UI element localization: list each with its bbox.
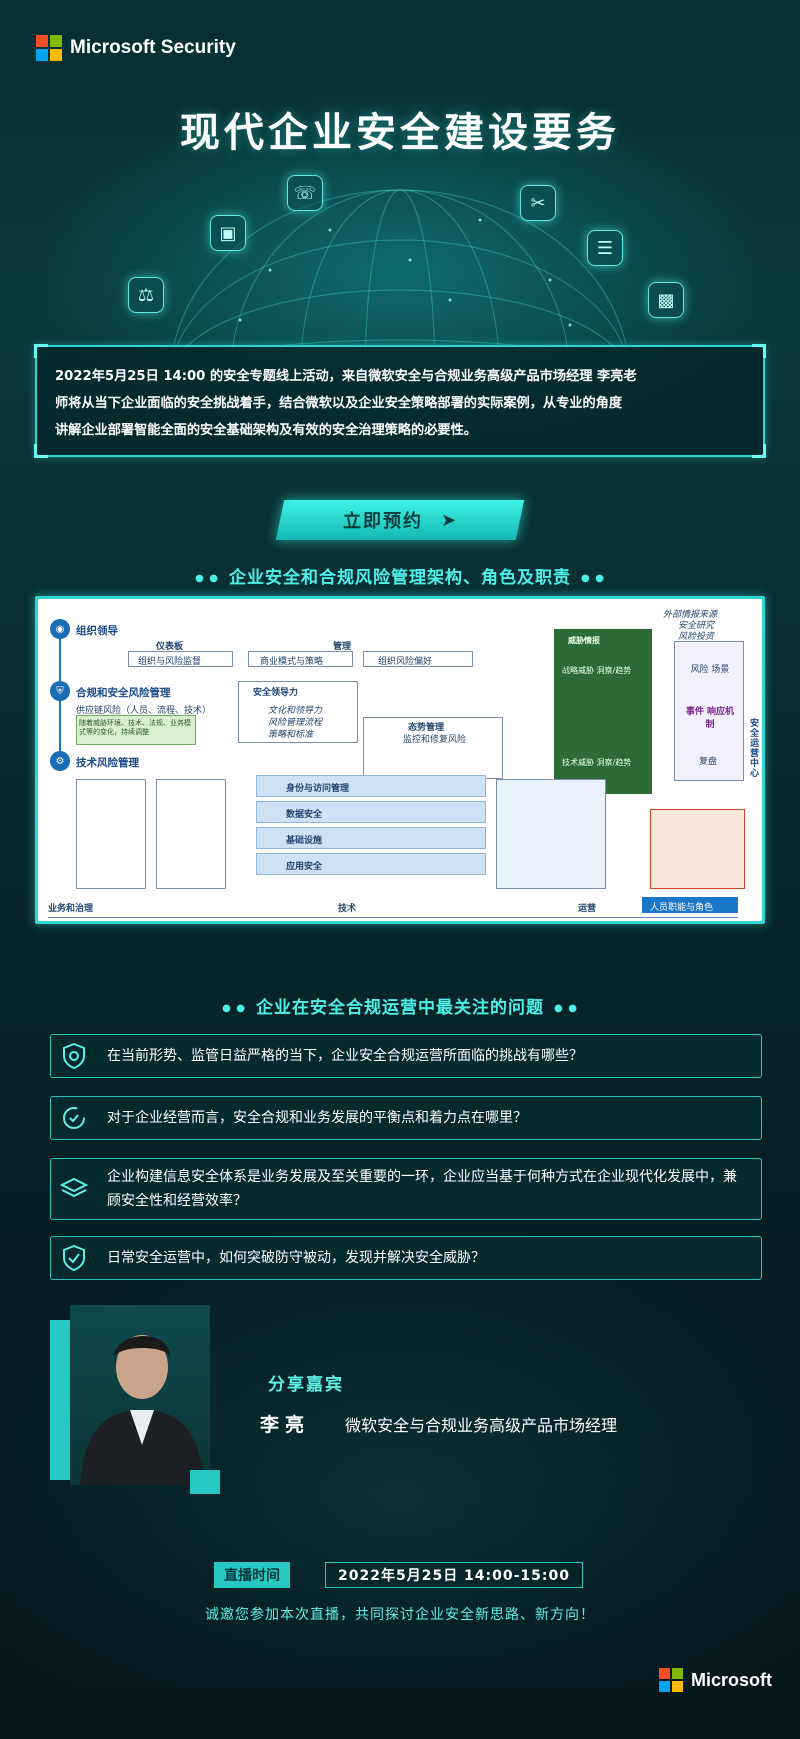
dg-ops-center: 安全运营中心 [750, 719, 760, 779]
dg-sl-sub1: 文化和领导力 [268, 706, 323, 716]
microsoft-squares-icon [659, 1668, 683, 1692]
threat-intel-column: 威胁情报 战略威胁 洞察/趋势 技术威胁 洞察/趋势 [554, 629, 652, 794]
intro-line: 讲解企业部署智能全面的安全基础架构及有效的安全治理策略的必要性。 [55, 423, 477, 438]
refresh-shield-icon [57, 1101, 91, 1135]
dg-compliance-sub: 供应链风险（人员、流程、技术） [76, 706, 212, 716]
book-now-label: 立即预约 [343, 511, 424, 532]
question-text: 日常安全运营中，如何突破防守被动，发现并解决安全威胁？ [107, 1250, 485, 1266]
question-text: 在当前形势、监管日益严格的当下，企业安全合规运营所面临的挑战有哪些？ [107, 1048, 583, 1064]
question-item: 企业构建信息安全体系是业务发展及至关重要的一环，企业应当基于何种方式在企业现代化… [50, 1158, 762, 1220]
globe-illustration [162, 180, 638, 350]
dg-sl-sub3: 策略和标准 [268, 730, 314, 740]
question-text: 对于企业经营而言，安全合规和业务发展的平衡点和着力点在哪里？ [107, 1110, 527, 1126]
questions-section-title: ● ●企业在安全合规运营中最关注的问题● ● [222, 998, 578, 1018]
window-icon: ▩ [648, 282, 684, 318]
dg-gov-sub3: 组织风险偏好 [378, 657, 433, 667]
microsoft-security-logo[interactable]: Microsoft Security [36, 35, 236, 61]
question-text: 企业构建信息安全体系是业务发展及至关重要的一环，企业应当基于何种方式在企业现代化… [107, 1169, 737, 1209]
dg-sl-sub2: 风险管理流程 [268, 718, 323, 728]
dg-review: 复盘 [699, 757, 718, 767]
cursor-click-icon: ➤ [441, 509, 457, 531]
section-tech: 技术风险管理 [76, 757, 139, 769]
book-now-button[interactable]: 立即预约 ➤ [275, 500, 525, 540]
dg-bottom-left: 业务和治理 [48, 904, 94, 914]
tech-gear-icon: ⚙ [50, 751, 70, 771]
speaker-name: 李亮 [260, 1414, 311, 1436]
dg-risk: 风险 场景 [690, 665, 730, 675]
microsoft-footer-logo[interactable]: Microsoft [659, 1668, 772, 1692]
dg-threat-intel: 威胁情报 [568, 636, 600, 645]
question-item: 在当前形势、监管日益严格的当下，企业安全合规运营所面临的挑战有哪些？ [50, 1034, 762, 1078]
dg-posture-sub: 监控和修复风险 [403, 735, 467, 745]
incident-box: 风险 场景 事件 响应机制 复盘 [674, 641, 744, 781]
dg-bottom-right: 运营 [578, 904, 597, 914]
dg-threat-sub1: 战略威胁 洞察/趋势 [562, 666, 632, 675]
intro-line: 2022年5月25日 14:00 的安全专题线上活动，来自微软安全与合规业务高级… [55, 369, 637, 384]
dg-security-leadership: 安全领导力 [253, 688, 299, 698]
question-item: 日常安全运营中，如何突破防守被动，发现并解决安全威胁？ [50, 1236, 762, 1280]
time-value: 2022年5月25日 14:00-15:00 [325, 1562, 583, 1588]
speaker-role: 分享嘉宾 [268, 1375, 344, 1395]
dg-gov-sub1: 组织与风险监督 [138, 657, 202, 667]
section-compliance: 合规和安全风险管理 [76, 687, 171, 699]
leadership-icon: ◉ [50, 619, 70, 639]
dg-bottom-mid: 技术 [338, 904, 357, 914]
dg-external-sub1: 安全研究 [678, 621, 715, 631]
shield-gear-icon [57, 1039, 91, 1073]
intro-box: 2022年5月25日 14:00 的安全专题线上活动，来自微软安全与合规业务高级… [34, 344, 766, 458]
questions-title-text: 企业在安全合规运营中最关注的问题 [256, 998, 544, 1018]
footer-brand: Microsoft [691, 1669, 772, 1690]
section-leadership: 组织领导 [76, 625, 118, 637]
tools-icon: ✂ [520, 185, 556, 221]
dg-gov-sub2: 商业模式与策略 [260, 657, 324, 667]
question-item: 对于企业经营而言，安全合规和业务发展的平衡点和着力点在哪里？ [50, 1096, 762, 1140]
footer-bar [0, 1688, 800, 1739]
speaker-title: 微软安全与合规业务高级产品市场经理 [345, 1416, 618, 1435]
page-title: 现代企业安全建设要务 [180, 110, 620, 156]
brand-name: Microsoft Security [70, 37, 236, 58]
dg-bottom-badge: 人员职能与角色 [650, 903, 714, 913]
photo-accent [50, 1320, 72, 1480]
dg-management: 管理 [333, 642, 352, 652]
dg-external-sub2: 风险投资 [678, 632, 715, 642]
compliance-shield-icon: ⛨ [50, 681, 70, 701]
dg-app-security: 应用安全 [286, 862, 323, 872]
dg-posture: 态势管理 [408, 723, 445, 733]
framework-section-title: ● ●企业安全和合规风险管理架构、角色及职责● ● [195, 568, 605, 588]
dg-infra: 基础设施 [286, 836, 323, 846]
intro-line: 师将从当下企业面临的安全挑战着手，结合微软以及企业安全策略部署的实际案例，从专业… [55, 396, 623, 411]
microsoft-squares-icon [36, 35, 62, 61]
security-framework-diagram: ◉ 组织领导 ⛨ 合规和安全风险管理 ⚙ 技术风险管理 仪表板 管理 组织与风险… [35, 596, 765, 924]
framework-title-text: 企业安全和合规风险管理架构、角色及职责 [229, 568, 571, 588]
dg-threat-sub2: 技术威胁 洞察/趋势 [562, 758, 632, 767]
shield-check-icon [57, 1241, 91, 1275]
tablet-icon: ▣ [210, 215, 246, 251]
photo-accent [190, 1470, 220, 1494]
speaker-photo [70, 1305, 210, 1485]
dg-governance: 仪表板 [156, 642, 184, 652]
dg-data-security: 数据安全 [286, 810, 323, 820]
scale-icon: ⚖ [128, 277, 164, 313]
dg-external: 外部情报来源 [663, 610, 718, 620]
phone-icon: ☏ [287, 175, 323, 211]
time-label: 直播时间 [214, 1562, 290, 1588]
dg-identity: 身份与访问管理 [286, 784, 350, 794]
ops-red-box [650, 809, 745, 889]
dg-compliance-green: 随着威胁环境、技术、法规、业务模式等的变化，持续调整 [79, 719, 191, 736]
layers-icon [57, 1172, 91, 1206]
document-icon: ☰ [587, 230, 623, 266]
invite-text: 诚邀您参加本次直播，共同探讨企业安全新思路、新方向！ [205, 1607, 595, 1623]
dg-incident: 事件 响应机制 [685, 707, 735, 730]
